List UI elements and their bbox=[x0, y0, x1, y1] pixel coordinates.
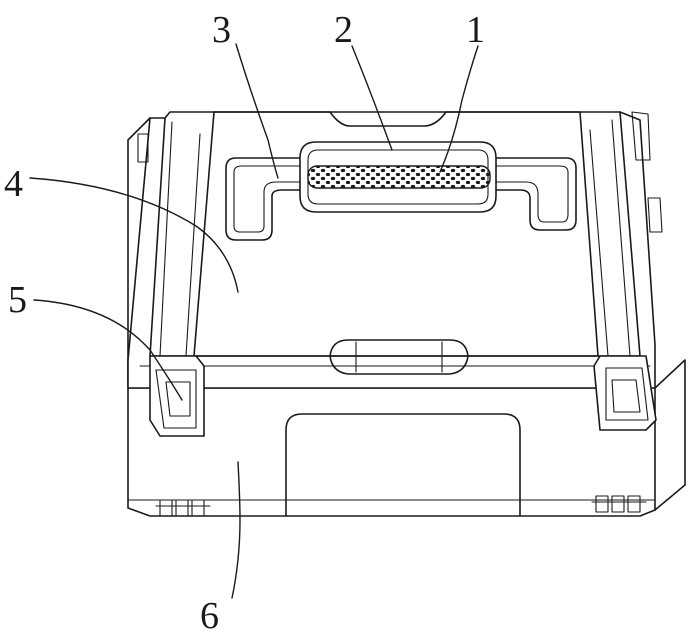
feet-right bbox=[591, 495, 647, 513]
label-4: 4 bbox=[4, 163, 23, 205]
feet-left bbox=[155, 499, 211, 517]
reference-numerals: 1 2 3 4 5 6 bbox=[4, 9, 485, 637]
label-2: 2 bbox=[334, 9, 353, 51]
label-3: 3 bbox=[212, 9, 231, 51]
label-1: 1 bbox=[466, 9, 485, 51]
left-latch bbox=[149, 355, 205, 437]
box-body bbox=[127, 117, 686, 517]
corner-clips bbox=[137, 111, 663, 233]
handle-recess bbox=[225, 157, 577, 241]
label-6: 6 bbox=[200, 595, 219, 637]
handle bbox=[299, 141, 497, 213]
right-latch bbox=[593, 355, 657, 431]
lid bbox=[127, 111, 656, 389]
perforated-grip bbox=[307, 165, 491, 189]
leader-lines bbox=[29, 43, 479, 599]
label-5: 5 bbox=[8, 279, 27, 321]
